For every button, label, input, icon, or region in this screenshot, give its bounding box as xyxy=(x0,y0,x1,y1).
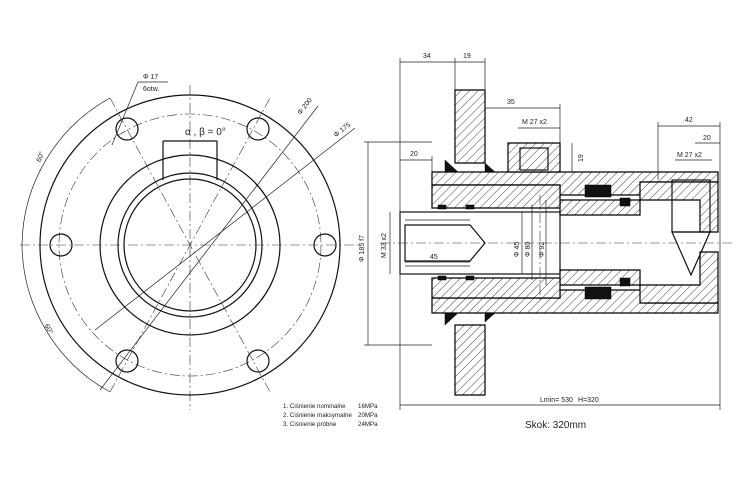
seal xyxy=(465,204,475,210)
rod-guide-upper xyxy=(431,184,561,209)
dim-42: 42 xyxy=(685,117,693,124)
dia-92-label: Φ 92 xyxy=(539,242,546,257)
angle-top-label: 60° xyxy=(35,150,46,163)
bolt-hole xyxy=(115,117,139,141)
pitch-circle-leader xyxy=(94,127,356,331)
dim-20-left: 20 xyxy=(410,151,418,158)
bolt-hole xyxy=(115,349,139,373)
dim-19-top: 19 xyxy=(463,53,471,60)
seal xyxy=(619,277,631,287)
angle-arc-top xyxy=(21,97,111,246)
note-3-label: 3. Ciśnienie próbne xyxy=(283,421,337,428)
bolt-circle-label: Φ 200 xyxy=(297,97,314,117)
end-cap-upper xyxy=(639,181,719,233)
angle-alpha-beta-label: α , β = 0° xyxy=(185,127,226,138)
note-1-label: 1. Ciśnienie nominalne xyxy=(283,403,346,410)
length-label: Lmin= 530 xyxy=(540,397,573,404)
dim-45: 45 xyxy=(430,254,438,261)
weld xyxy=(484,162,496,173)
weld xyxy=(444,159,459,173)
weld xyxy=(484,312,496,323)
port-housing xyxy=(507,142,561,173)
flange-section-upper xyxy=(454,89,486,164)
seal xyxy=(465,275,475,281)
seal xyxy=(437,275,447,281)
bolt-hole xyxy=(246,117,270,141)
seal xyxy=(584,286,612,300)
rod-thread-label: M 33 x2 xyxy=(381,233,388,258)
pitch-circle-label: Φ 175 xyxy=(333,122,353,139)
note-3-value: 24MPa xyxy=(358,421,378,428)
dim-20-right: 20 xyxy=(703,135,711,142)
hole-leader xyxy=(111,81,139,146)
dim-35: 35 xyxy=(507,99,515,106)
hole-count-label: 6otw. xyxy=(143,86,159,93)
seal xyxy=(437,204,447,210)
cylinder-section-view: 34 19 35 M 27 x2 19 42 20 M 27 x2 20 Φ 1… xyxy=(359,53,735,410)
dia-80-label: Φ 80 xyxy=(525,242,532,257)
body-diameter-label: Φ 185 f7 xyxy=(359,235,366,262)
diagonal-centerline xyxy=(109,97,271,393)
rod-internal-thread xyxy=(404,224,486,262)
flange-section-lower xyxy=(454,324,486,396)
right-port-drill xyxy=(671,231,711,277)
thread-port-1-label: M 27 x2 xyxy=(522,119,547,126)
end-cap-lower xyxy=(639,251,719,304)
flange-front-view: Φ 17 6otw. α , β = 0° Φ 200 Φ 175 60° 60… xyxy=(20,74,360,410)
angle-bottom-label: 60° xyxy=(43,323,55,336)
bolt-circle-leader xyxy=(99,105,319,391)
seal xyxy=(619,197,631,207)
angle-arc-bottom xyxy=(21,244,111,393)
dimension-lines xyxy=(364,58,721,410)
note-2-label: 2. Ciśnienie maksymalne xyxy=(283,412,352,419)
seal xyxy=(584,184,612,198)
bolt-hole xyxy=(49,233,73,257)
pressure-notes: 1. Ciśnienie nominalne 16MPa 2. Ciśnieni… xyxy=(283,403,378,428)
note-2-value: 20MPa xyxy=(358,412,378,419)
hole-diameter-label: Φ 17 xyxy=(143,74,158,81)
note-1-value: 16MPa xyxy=(358,403,378,410)
weld xyxy=(444,312,459,326)
thread-port-2-label: M 27 x2 xyxy=(677,152,702,159)
dia-45-label: Φ 45 xyxy=(514,242,521,257)
bolt-hole xyxy=(246,349,270,373)
stroke-caption: Skok: 320mm xyxy=(525,420,586,431)
rod-guide-lower xyxy=(431,277,561,299)
port-bore xyxy=(519,147,549,171)
stroke-h-label: H=320 xyxy=(578,397,599,404)
dim-34: 34 xyxy=(423,53,431,60)
dim-19-side: 19 xyxy=(578,154,585,162)
